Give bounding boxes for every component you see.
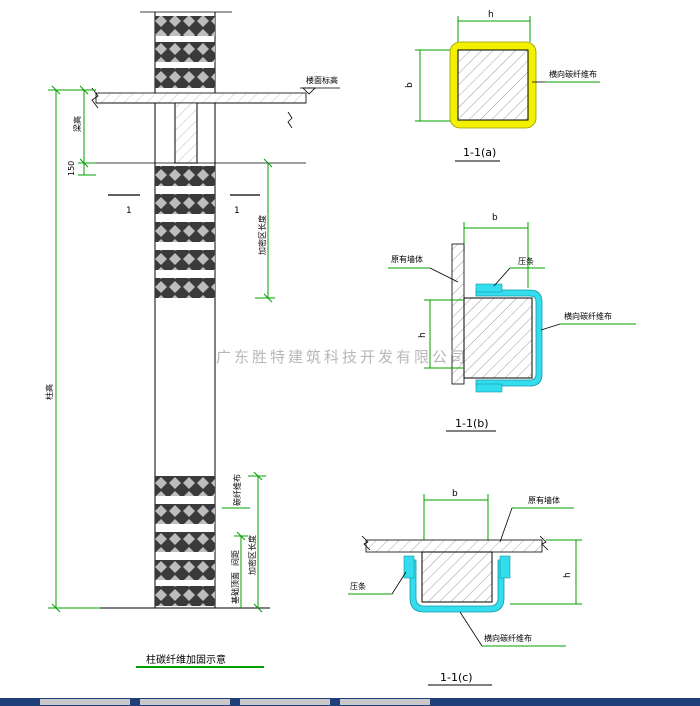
section-c-fiber-label: 横向碳纤维布 (484, 633, 532, 643)
section-b-h-label: h (418, 332, 428, 338)
watermark: 广东胜特建筑科技开发有限公司 (216, 348, 468, 366)
gap-label: 间距 (231, 550, 240, 566)
fiber-wrap-band (155, 250, 215, 270)
fiber-wrap-band (155, 42, 215, 62)
section-a-h-label: h (488, 10, 494, 20)
section-b-press-label: 压条 (518, 256, 534, 266)
section-c-wall-label: 原有墙体 (528, 495, 560, 505)
dim-beam-label: 梁高 (72, 116, 82, 132)
fiber-wrap-band (155, 194, 215, 214)
section-c-caption: 1-1(c) (440, 671, 473, 684)
fiber-elev-label: 碳纤维布 (232, 474, 242, 506)
taskbar-item[interactable] (340, 699, 430, 705)
left-dimensions (48, 85, 100, 613)
section-c-b-label: b (452, 489, 458, 499)
taskbar-item[interactable] (40, 699, 130, 705)
section-mark-left: 1 (126, 206, 132, 216)
section-b-fiber-wrap (475, 289, 543, 387)
section-b-wall-label: 原有墙体 (391, 254, 423, 264)
section-b: b h 原有墙体 压条 横向碳纤维布 1-1(b) (388, 213, 636, 432)
fiber-wrap-band (155, 16, 215, 36)
section-c: b h 原有墙体 压条 横向碳纤维布 1-1(c) (348, 489, 582, 686)
section-c-h-label: h (563, 572, 573, 578)
section-c-press-label: 压条 (350, 581, 366, 591)
section-a: h b 横向碳纤维布 1-1(a) (405, 10, 600, 162)
fiber-wrap-band (155, 586, 215, 606)
section-b-caption: 1-1(b) (455, 417, 489, 430)
taskbar-item[interactable] (240, 699, 330, 705)
base-label: 基础顶面 (230, 572, 240, 604)
column-elevation: 楼面标高 1 1 (91, 11, 340, 609)
section-c-fiber-wrap (409, 559, 505, 613)
dim-zone-bot-label: 加密区长度 (247, 535, 257, 575)
taskbar-item[interactable] (140, 699, 230, 705)
section-b-b-label: b (492, 213, 498, 223)
dim-zone-top-label: 加密区长度 (257, 215, 267, 255)
fiber-wrap-band (155, 222, 215, 242)
dim-left-label: 柱高 (44, 384, 54, 400)
elev-mark-label: 楼面标高 (306, 75, 338, 85)
section-mark-right: 1 (234, 206, 240, 216)
fiber-wrap-band (155, 504, 215, 524)
section-a-caption: 1-1(a) (463, 146, 496, 159)
fiber-wrap-band (155, 476, 215, 496)
fiber-wrap-band (155, 532, 215, 552)
fiber-wrap-band (155, 68, 215, 88)
left-title: 柱碳纤维加固示意 (146, 653, 226, 666)
section-b-fiber-label: 横向碳纤维布 (564, 311, 612, 321)
dim-150-label: 150 (67, 161, 76, 176)
right-dimensions (222, 158, 275, 613)
fiber-wrap-band (155, 560, 215, 580)
fiber-wrap-band (155, 166, 215, 186)
section-a-fiber-label: 横向碳纤维布 (549, 69, 597, 79)
section-a-b-label: b (405, 82, 415, 88)
fiber-wrap-band (155, 278, 215, 298)
